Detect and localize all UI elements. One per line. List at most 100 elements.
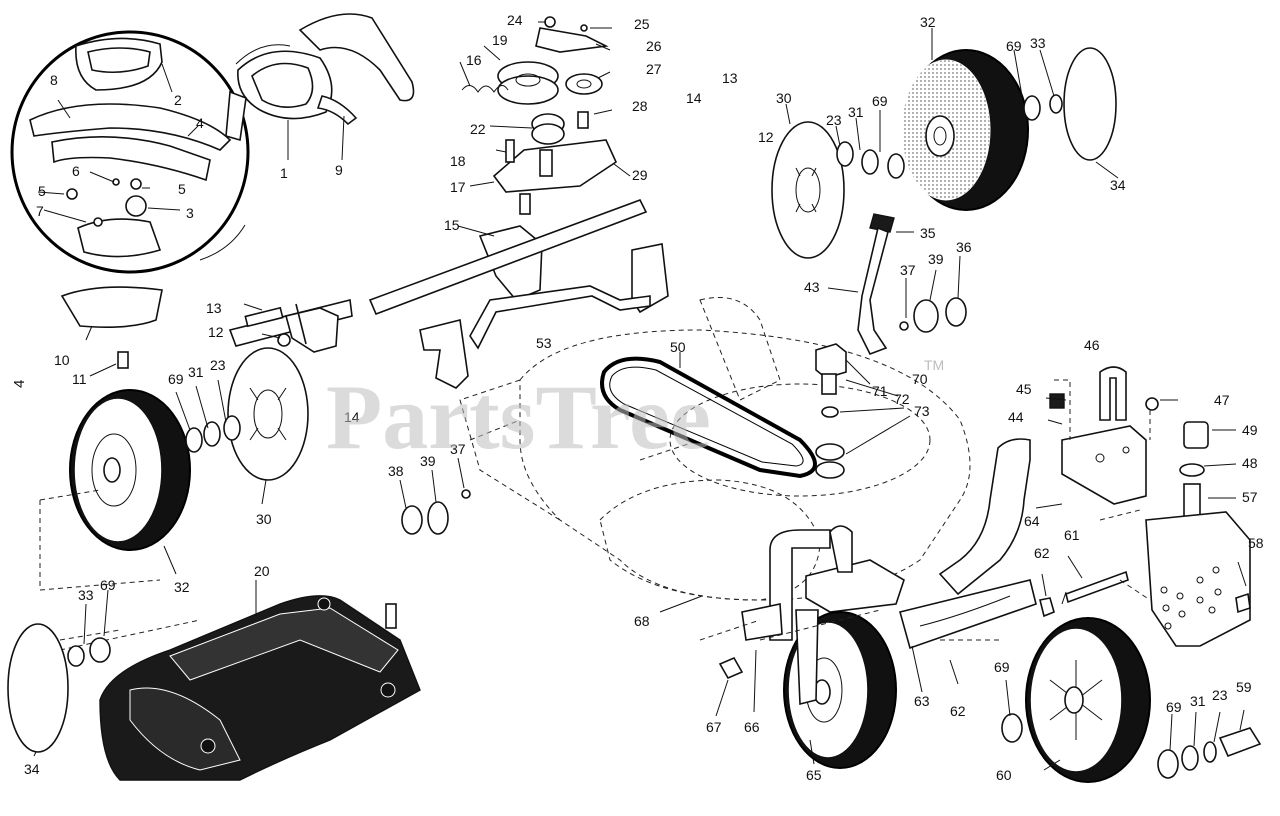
- callout-12-top: 12: [758, 129, 774, 145]
- callout-43: 43: [804, 279, 820, 295]
- callout-50: 50: [670, 339, 686, 355]
- callout-69-top-b: 69: [872, 93, 888, 109]
- callout-20: 20: [254, 563, 270, 579]
- blade-pulley: [815, 343, 911, 479]
- callout-53: 53: [536, 335, 552, 351]
- callout-14-top: 14: [686, 90, 702, 106]
- callout-72: 72: [894, 391, 910, 407]
- callout-73: 73: [914, 403, 930, 419]
- callout-37-right: 37: [900, 262, 916, 278]
- callout-2: 2: [174, 92, 182, 108]
- front-wheel-right: [940, 579, 1262, 783]
- callout-38-left: 38: [388, 463, 404, 479]
- misc-left-parts: [60, 286, 471, 535]
- callout-63: 63: [914, 693, 930, 709]
- callout-36: 36: [956, 239, 972, 255]
- callout-59: 59: [1236, 679, 1252, 695]
- callout-8: 8: [50, 72, 58, 88]
- callout-32-left: 32: [174, 579, 190, 595]
- front-height-bracket: [899, 366, 1251, 650]
- callout-18: 18: [450, 153, 466, 169]
- callout-32-top: 32: [920, 14, 936, 30]
- callout-11: 11: [72, 371, 87, 387]
- side-marker: 4: [11, 380, 28, 388]
- callout-69-front: 69: [994, 659, 1010, 675]
- callout-29: 29: [632, 167, 648, 183]
- callout-70: 70: [912, 371, 928, 387]
- callout-33-top: 33: [1030, 35, 1046, 51]
- callout-35: 35: [920, 225, 936, 241]
- upper-handle: [225, 13, 415, 161]
- callout-30-left: 30: [256, 511, 272, 527]
- callout-31-left: 31: [188, 364, 204, 380]
- callout-60: 60: [996, 767, 1012, 783]
- callout-67: 67: [706, 719, 722, 735]
- callout-57: 57: [1242, 489, 1258, 505]
- callout-1: 1: [280, 165, 288, 181]
- callout-64: 64: [1024, 513, 1040, 529]
- callout-22: 22: [470, 121, 486, 137]
- callout-37-left: 37: [450, 441, 466, 457]
- callout-30-top: 30: [776, 90, 792, 106]
- callout-16: 16: [466, 52, 482, 68]
- callout-34-left: 34: [24, 761, 40, 777]
- callout-24: 24: [507, 12, 523, 28]
- callout-69-left: 69: [168, 371, 184, 387]
- callout-14-left: 14: [344, 409, 360, 425]
- callout-23-bottom-right: 23: [1212, 687, 1228, 703]
- callout-4-inset: 4: [196, 115, 204, 131]
- watermark-trademark: TM: [924, 357, 944, 373]
- watermark-text: PartsTree: [326, 366, 711, 468]
- callout-3: 3: [186, 205, 194, 221]
- callout-19: 19: [492, 32, 508, 48]
- callout-23-left: 23: [210, 357, 226, 373]
- callout-23-top: 23: [826, 112, 842, 128]
- rear-axle: [228, 199, 669, 389]
- callout-34-top: 34: [1110, 177, 1126, 193]
- watermark: PartsTree TM: [326, 357, 944, 468]
- callout-27: 27: [646, 61, 662, 77]
- callout-61: 61: [1064, 527, 1080, 543]
- handle-control-inset: [10, 30, 291, 274]
- callout-28: 28: [632, 98, 648, 114]
- callout-49: 49: [1242, 422, 1258, 438]
- callout-13-top: 13: [722, 70, 738, 86]
- callout-69-top-a: 69: [1006, 38, 1022, 54]
- callout-5-left: 5: [38, 183, 46, 199]
- callout-12-left: 12: [208, 324, 224, 340]
- rear-wheel-left: [39, 347, 309, 651]
- callout-13-left: 13: [206, 300, 222, 316]
- callout-39-left: 39: [420, 453, 436, 469]
- callout-25: 25: [634, 16, 650, 32]
- callout-6: 6: [72, 163, 80, 179]
- callout-71: 71: [872, 383, 888, 399]
- callout-69-bottom-right: 69: [1166, 699, 1182, 715]
- callout-31-bottom-right: 31: [1190, 693, 1206, 709]
- callout-33-left: 33: [78, 587, 94, 603]
- callout-45: 45: [1016, 381, 1032, 397]
- callout-62-top: 62: [1034, 545, 1050, 561]
- callout-labels: 24 25 26 19 16 27 28 22 18 17 29 15 13 1…: [24, 12, 1264, 783]
- callout-46: 46: [1084, 337, 1100, 353]
- rear-wheel-right: [771, 28, 1119, 259]
- rear-guard: [99, 580, 421, 781]
- callout-26: 26: [646, 38, 662, 54]
- callout-7: 7: [36, 203, 44, 219]
- callout-15: 15: [444, 217, 460, 233]
- height-lever-right: [827, 213, 967, 356]
- callout-39-right: 39: [928, 251, 944, 267]
- callout-68: 68: [634, 613, 650, 629]
- callout-58: 58: [1248, 535, 1264, 551]
- callout-66: 66: [744, 719, 760, 735]
- callout-44: 44: [1008, 409, 1024, 425]
- callout-10: 10: [54, 352, 70, 368]
- callout-69-bottom-left: 69: [100, 577, 116, 593]
- front-swivel-wheel: [659, 525, 923, 769]
- callout-5-right: 5: [178, 181, 186, 197]
- callout-9: 9: [335, 162, 343, 178]
- drive-belt: [600, 352, 817, 479]
- callout-48: 48: [1242, 455, 1258, 471]
- callout-17: 17: [450, 179, 466, 195]
- hub-cap-left: [7, 589, 121, 757]
